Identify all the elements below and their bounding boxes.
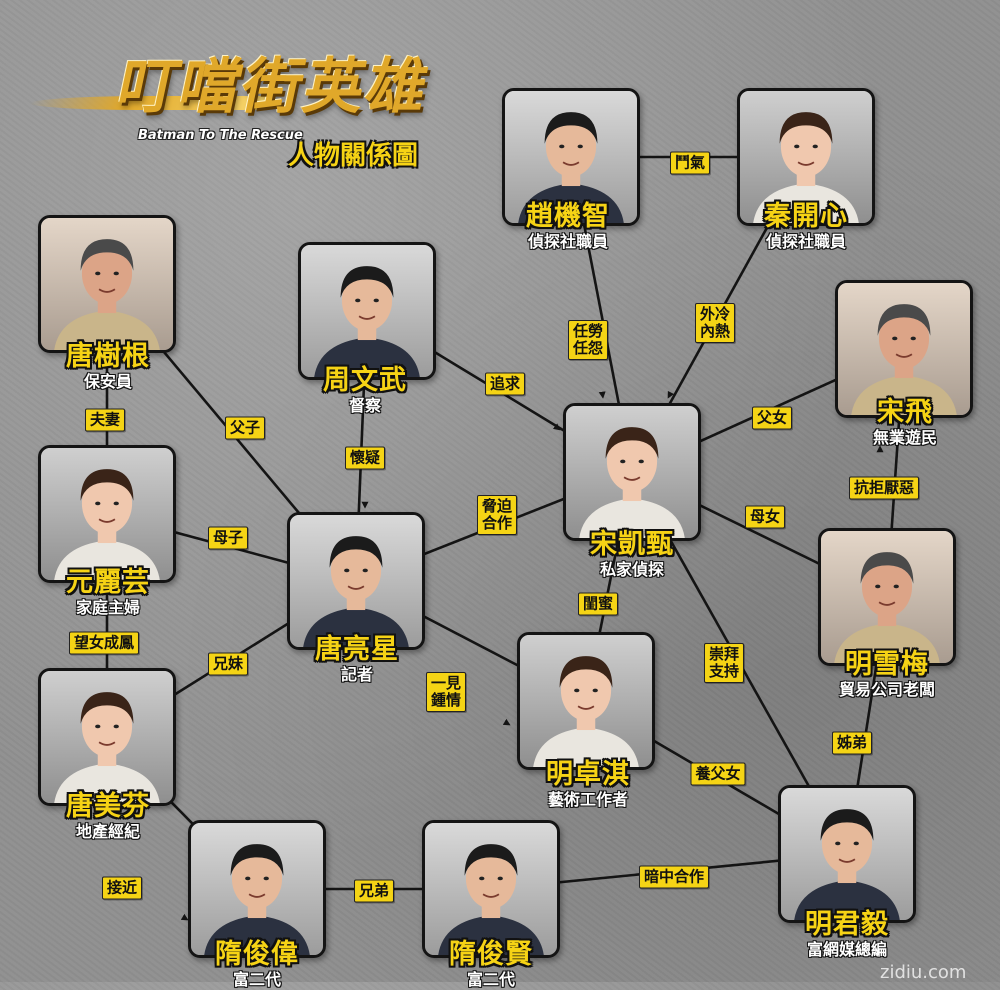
portrait-photo xyxy=(821,531,953,663)
character-role: 督察 xyxy=(348,396,382,415)
relation-label: 接近 xyxy=(101,876,143,900)
relation-label: 兄妹 xyxy=(207,652,249,676)
character-name: 趙機智 xyxy=(526,201,610,232)
relation-label: 母女 xyxy=(744,505,786,529)
portrait-photo xyxy=(301,245,433,377)
character-card-tang_shugen xyxy=(38,215,176,353)
character-card-song_fei xyxy=(835,280,973,418)
character-role: 記者 xyxy=(340,665,374,684)
chart-title: 人物關係圖 xyxy=(288,141,419,171)
portrait-photo xyxy=(520,635,652,767)
show-logo-subtitle: Batman To The Rescue xyxy=(138,128,303,143)
character-role: 富二代 xyxy=(466,970,516,989)
character-card-tang_liangxing xyxy=(287,512,425,650)
relation-label: 懷疑 xyxy=(344,446,386,470)
relation-label: 追求 xyxy=(484,372,526,396)
character-role: 私家偵探 xyxy=(599,560,665,579)
relation-label: 養父女 xyxy=(690,762,746,786)
character-card-tang_meifen xyxy=(38,668,176,806)
character-name: 秦開心 xyxy=(764,201,848,232)
portrait-photo xyxy=(41,671,173,803)
character-name: 明君毅 xyxy=(805,909,889,940)
character-name: 唐美芬 xyxy=(66,791,150,822)
relation-label: 任勞 任怨 xyxy=(567,320,609,360)
character-role: 地產經紀 xyxy=(75,822,141,841)
character-role: 貿易公司老闆 xyxy=(838,680,936,699)
character-role: 富二代 xyxy=(232,970,282,989)
watermark: zidiu.com xyxy=(880,962,967,983)
portrait-photo xyxy=(191,823,323,955)
relation-label: 脅迫 合作 xyxy=(476,495,518,535)
portrait-photo xyxy=(740,91,872,223)
relation-label: 外冷 內熱 xyxy=(694,303,736,343)
relation-label: 兄弟 xyxy=(353,879,395,903)
character-card-ming_xuemei xyxy=(818,528,956,666)
character-card-song_kaizhen xyxy=(563,403,701,541)
character-name: 宋飛 xyxy=(877,397,933,428)
character-role: 富網媒總編 xyxy=(806,940,888,959)
character-card-zhou xyxy=(298,242,436,380)
character-role: 藝術工作者 xyxy=(547,790,629,809)
character-card-ming_zhuoqi xyxy=(517,632,655,770)
character-role: 偵探社職員 xyxy=(765,232,847,251)
character-role: 偵探社職員 xyxy=(527,232,609,251)
character-card-sui_junwei xyxy=(188,820,326,958)
relation-label: 母子 xyxy=(207,526,249,550)
portrait-photo xyxy=(425,823,557,955)
portrait-photo xyxy=(290,515,422,647)
portrait-photo xyxy=(566,406,698,538)
character-role: 家庭主婦 xyxy=(75,598,141,617)
relation-arrowhead-0 xyxy=(598,391,606,399)
character-card-zhao xyxy=(502,88,640,226)
character-role: 保安員 xyxy=(83,372,133,391)
portrait-photo xyxy=(41,218,173,350)
character-name: 周文武 xyxy=(323,365,407,396)
character-card-ming_junyi xyxy=(778,785,916,923)
character-name: 隋俊偉 xyxy=(215,939,299,970)
character-card-sui_junxian xyxy=(422,820,560,958)
relation-label: 暗中合作 xyxy=(638,865,710,889)
relation-label: 鬥氣 xyxy=(669,151,711,175)
character-name: 明雪梅 xyxy=(845,649,929,680)
relation-arrowhead-1 xyxy=(667,390,675,399)
relation-label: 夫妻 xyxy=(84,408,126,432)
character-name: 隋俊賢 xyxy=(449,939,533,970)
show-logo-title: 叮噹街英雄 xyxy=(111,52,437,122)
portrait-photo xyxy=(781,788,913,920)
character-name: 元麗芸 xyxy=(66,567,150,598)
portrait-photo xyxy=(41,448,173,580)
relation-label: 望女成鳳 xyxy=(68,631,140,655)
relation-label: 父女 xyxy=(751,406,793,430)
character-name: 宋凱甄 xyxy=(590,529,674,560)
character-name: 明卓淇 xyxy=(546,759,630,790)
relation-label: 閨蜜 xyxy=(577,592,619,616)
character-name: 唐亮星 xyxy=(315,634,399,665)
relation-label: 抗拒厭惡 xyxy=(848,476,920,500)
portrait-photo xyxy=(505,91,637,223)
relation-label: 姊弟 xyxy=(831,731,873,755)
relation-label: 父子 xyxy=(224,416,266,440)
character-name: 唐樹根 xyxy=(66,341,150,372)
character-card-yuan xyxy=(38,445,176,583)
character-role: 無業遊民 xyxy=(872,428,938,447)
relation-label: 一見 鍾情 xyxy=(425,672,467,712)
character-card-qin xyxy=(737,88,875,226)
portrait-photo xyxy=(838,283,970,415)
relation-label: 崇拜 支持 xyxy=(703,643,745,683)
